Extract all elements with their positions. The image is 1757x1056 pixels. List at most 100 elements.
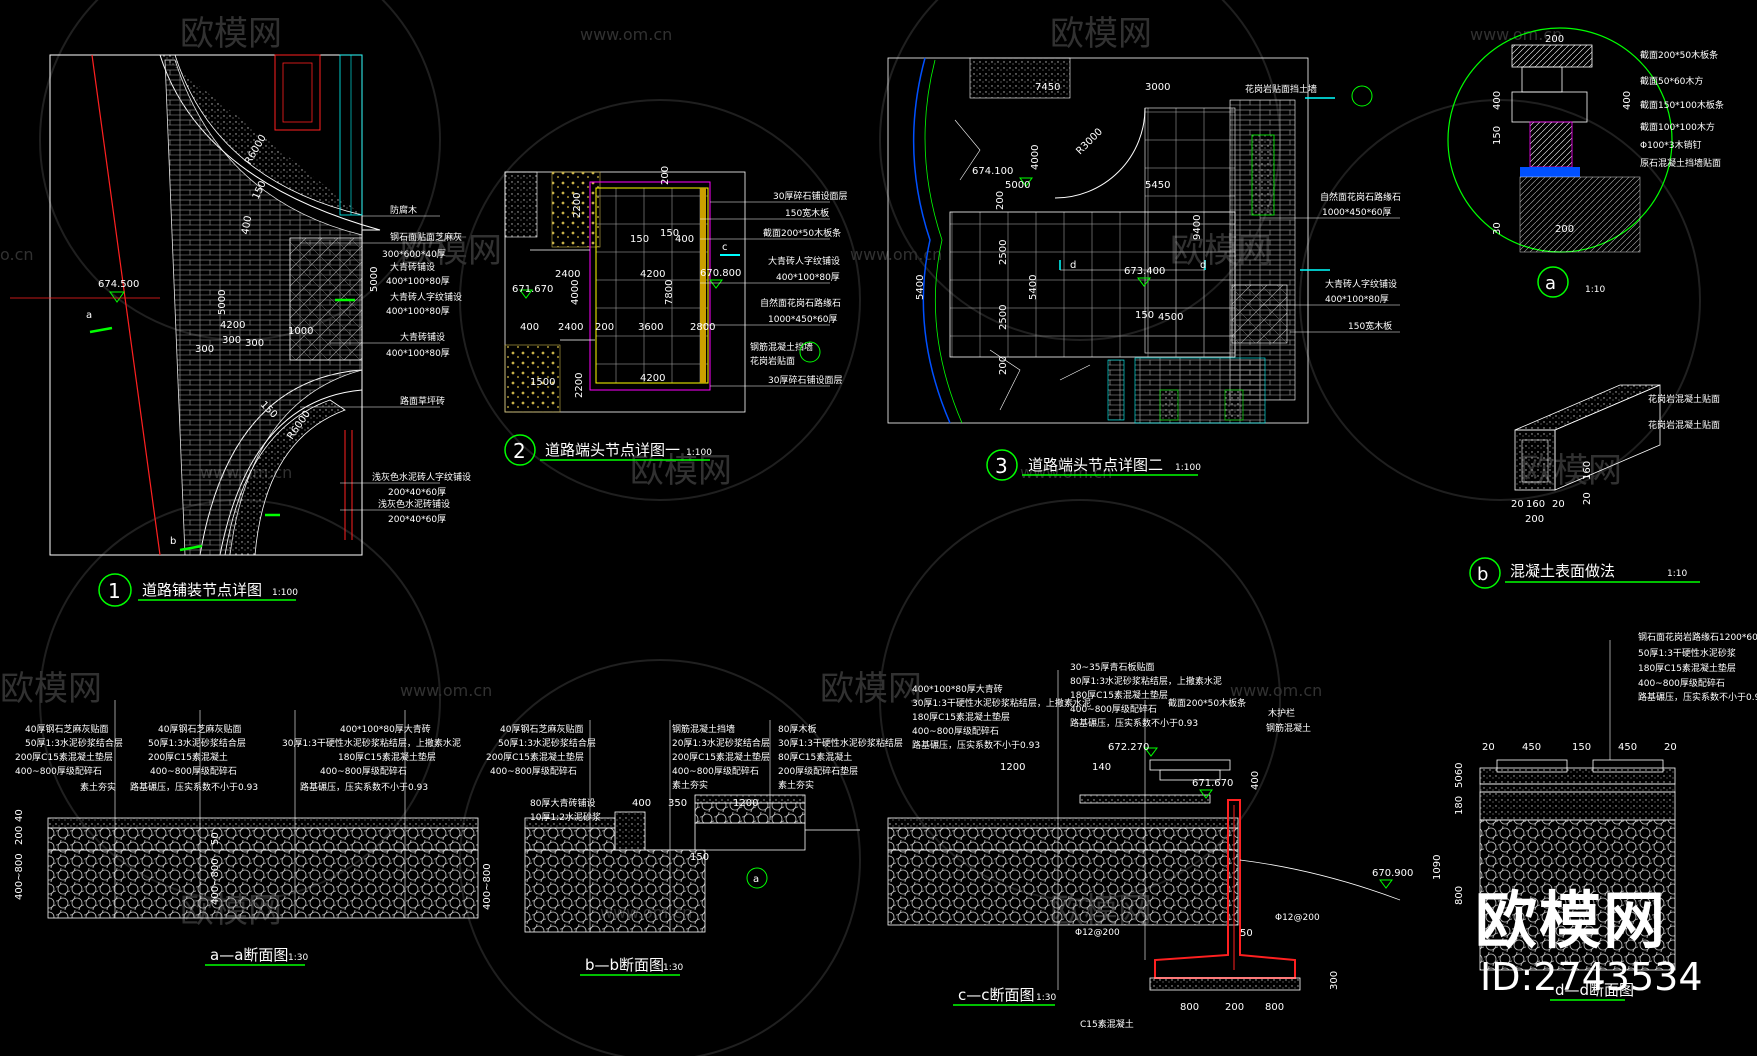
annotation: 200*40*60厚 [388,487,446,498]
annotation: Φ12@200 [1275,913,1320,923]
dim-text: 1000 [288,326,313,337]
dim-text: 200 [660,166,671,185]
section-a-a: 40 200 400~800 50 400~800 40厚钢石芝麻灰贴面 50厚… [14,700,479,966]
section-title: d—d断面图 [1555,981,1634,999]
section-d-d: 20 450 150 450 20 1090 800 180 5060 钢石面花… [1432,631,1757,1001]
sb-annotations: 40厚钢石芝麻灰贴面 50厚1:3水泥砂浆结合层 200厚C15素混凝土垫层 4… [486,723,903,823]
dim-text: 2800 [690,322,715,333]
dim-text: 1200 [1000,762,1025,773]
dim-text: 4000 [1030,145,1041,170]
dim-text: 800 [1265,1002,1284,1013]
annotation: 素土夯实 [778,779,814,791]
drawing-number: a [1545,273,1556,294]
annotation: 路基碾压，压实系数不小于0.93 [300,781,428,793]
annotation: 大青砖人字纹铺设 [768,255,840,267]
dim-text: 5060 [1454,763,1465,788]
dim-text: 800 [1454,886,1465,905]
section-scale: 1:30 [288,953,308,963]
section-mark-a: a [86,310,92,321]
drawing-number: b [1477,564,1488,585]
annotation: 200厚级配碎石垫层 [778,765,858,777]
dim-text: 4500 [1158,312,1183,323]
annotation: Φ12@200 [1075,928,1120,938]
dim-text: 800 [1180,1002,1199,1013]
annotation: 素土夯实 [672,779,708,791]
dim-text: 200 [1225,1002,1244,1013]
sa-annotations-left: 40厚钢石芝麻灰贴面 50厚1:3水泥砂浆结合层 200厚C15素混凝土垫层 4… [15,723,123,793]
annotation: 路基碾压，压实系数不小于0.93 [1638,691,1757,703]
annotation: 截面100*100木方 [1640,121,1715,133]
dim-text: 140 [1092,762,1111,773]
annotation: 400*100*80厚大青砖 [340,723,431,735]
annotation: 50厚1:3水泥砂浆结合层 [498,737,596,749]
drawing-scale: 1:100 [272,588,298,598]
da-annotation-list: 截面200*50木板条 截面50*60木方 截面150*100木板条 截面100… [1640,49,1724,169]
annotation: 钢筋混凝土挡墙 [750,341,813,353]
annotation: 30厚1:3干硬性水泥砂浆粘结层，上撒素水泥 [282,737,461,749]
dim-text: 180 [1454,796,1465,815]
dim-text: 7800 [664,280,675,305]
elevation-text: 671.670 [1192,778,1233,789]
annotation: 200厚C15素混凝土垫层 [15,751,113,763]
sa-annotations-right: 400*100*80厚大青砖 30厚1:3干硬性水泥砂浆粘结层，上撒素水泥 18… [282,723,461,793]
annotation: 20厚1:3水泥砂浆结合层 [672,737,770,749]
annotation: 50厚1:3干硬性水泥砂浆 [1638,647,1736,659]
dim-text: 5400 [915,275,926,300]
drawing-1-paving-detail: 674.500 a b R6000 150 400 5000 4200 300 … [10,54,471,607]
annotation: 200厚C15素混凝土 [148,751,228,763]
annotation: 400*100*80厚 [386,276,450,287]
sa-annotations-middle: 40厚钢石芝麻灰贴面 50厚1:3水泥砂浆结合层 200厚C15素混凝土 400… [130,723,258,793]
dim-text: 450 [1618,742,1637,753]
drawing-title-3: 3 道路端头节点详图二 1:100 [986,449,1201,481]
annotation: 50厚1:3水泥砂浆结合层 [25,737,123,749]
dim-text: 7450 [1035,82,1060,93]
annotation: 400~800厚级配碎石 [150,765,237,777]
dim-text: 20 [1482,742,1495,753]
elevation-text: 673.400 [1124,266,1165,277]
dim-text: 3600 [638,322,663,333]
annotation: 150宽木板 [1348,320,1392,332]
watermark-brand: 欧模网 [0,669,102,709]
annotation: 300*600*40厚 [382,249,446,260]
annotation: 截面200*50木板条 [763,227,841,239]
dim-text: 2500 [998,240,1009,265]
sd-annotations: 钢石面花岗岩路缘石1200*600*80 50厚1:3干硬性水泥砂浆 180厚C… [1638,631,1757,703]
drawing-scale: 1:100 [686,448,712,458]
annotation: 截面50*60木方 [1640,75,1703,87]
elevation-text: 671.670 [512,284,553,295]
annotation: 原石混凝土挡墙贴面 [1640,157,1721,169]
drawing-title-1: 1 道路铺装节点详图 1:100 [98,573,298,607]
annotation: 180厚C15素混凝土垫层 [338,751,436,763]
annotation: 200厚C15素混凝土垫层 [486,751,584,763]
elevation-text: 674.500 [98,279,139,290]
annotation: 200*40*60厚 [388,514,446,525]
annotation: 30~35厚青石板贴面 [1070,661,1154,673]
d2-annotation-list: 30厚碎石铺设面层 150宽木板 截面200*50木板条 大青砖人字纹铺设 40… [700,190,847,387]
watermark-brand: 欧模网 [630,451,732,491]
dim-text: 160 [1582,461,1593,480]
annotation: 200厚C15素混凝土垫层 [672,751,770,763]
section-mark: a [753,874,759,885]
annotation: 钢筋混凝土挡墙 [672,723,735,735]
watermark-url: www.om.cn [1020,463,1112,482]
drawing-number: 3 [995,454,1008,478]
annotation: 80厚大青砖铺设 [530,797,595,809]
d3-annotation-list: 花岗岩贴面挡土墙 自然面花岗石路缘石 1000*450*60厚 大青砖人字纹铺设… [1245,83,1401,333]
dim-text: 5400 [1028,275,1039,300]
annotation: 50厚1:3水泥砂浆结合层 [148,737,246,749]
dim-text: 9400 [1192,215,1203,240]
drawing-title-a: a 1:10 [1537,266,1605,298]
dim-text: 20 [1511,499,1524,510]
sc-annotations: 400*100*80厚大青砖 30厚1:3干硬性水泥砂浆粘结层，上撒素水泥 18… [912,661,1311,751]
annotation: 钢筋混凝土 [1266,722,1311,734]
dim-text: 400 [632,798,651,809]
elevation-text: 670.900 [1372,868,1413,879]
annotation: 400~800厚级配碎石 [320,765,407,777]
dim-text: 4200 [220,320,245,331]
annotation: 80厚1:3水泥砂浆粘结层，上撒素水泥 [1070,675,1222,687]
annotation: 花岗岩贴面挡土墙 [1245,83,1317,95]
section-title: c—c断面图 [958,986,1035,1004]
annotation: 30厚1:3干硬性水泥砂浆粘结层，上撒素水泥 [912,697,1091,709]
elevation-marker: 674.500 [10,279,160,303]
dim-text: 150 [630,234,649,245]
